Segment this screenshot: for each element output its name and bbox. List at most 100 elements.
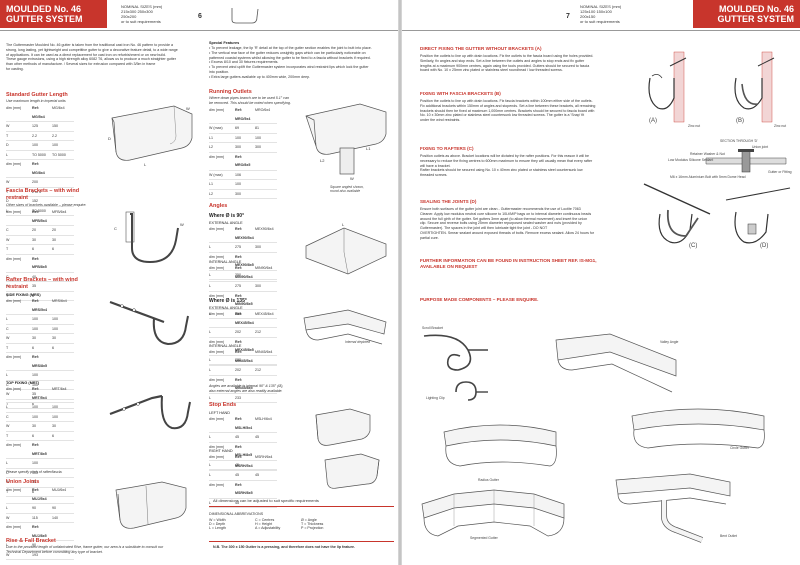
table-cell: 300 bbox=[255, 245, 261, 249]
nominal-line: 125x100 150x100 bbox=[580, 9, 612, 14]
table-cell: 233 bbox=[235, 395, 241, 400]
table-cell: MUJ/6x4 bbox=[52, 488, 67, 492]
table-cell: 202 bbox=[235, 368, 241, 372]
lighting-clip-label: Lighting Clip bbox=[426, 396, 445, 400]
svg-text:L1: L1 bbox=[366, 146, 371, 151]
nominal-line: 200x150 bbox=[580, 14, 596, 19]
fixing-diagram-a-b bbox=[648, 51, 775, 123]
table-cell: MEX45/6x4 bbox=[255, 312, 274, 316]
lighting-clip-diagram bbox=[455, 381, 488, 401]
table-cell: 275 bbox=[235, 245, 241, 249]
table-cell: 90 bbox=[52, 506, 56, 510]
table-cell: W bbox=[6, 424, 10, 428]
table-cell: L bbox=[209, 330, 211, 334]
table-cell bbox=[255, 180, 277, 189]
radius-gutter-label: Radius Gutter bbox=[478, 478, 499, 482]
svg-text:D: D bbox=[108, 136, 111, 141]
table-cell: 69 bbox=[235, 126, 239, 130]
table-cell: MSRH/6x4 bbox=[255, 455, 273, 459]
rafter-fixing-text: Position outlets as above. Bracket locat… bbox=[420, 154, 593, 178]
table-cell: T bbox=[6, 247, 9, 251]
rafter-fixing-title: FIXING TO RAFTERS (C) bbox=[420, 146, 474, 151]
table-cell: dim (mm) bbox=[6, 525, 22, 529]
table-cell: 6 bbox=[32, 293, 34, 298]
table-cell: Ref: MFB/8x5 bbox=[32, 256, 47, 270]
table-cell: 45 bbox=[235, 462, 239, 467]
internal-angle-135-label: INTERNAL ANGLE bbox=[209, 344, 242, 348]
table-cell bbox=[255, 292, 277, 309]
table-row: dim (mm)Ref: MIN45/8x5 bbox=[209, 376, 277, 394]
table-cell: 6 bbox=[52, 345, 54, 350]
intro-text: The Guttermaster Moulded No. 46 gutter i… bbox=[6, 43, 178, 71]
top-rule bbox=[0, 30, 398, 31]
table-cell: MEX90/6x4 bbox=[255, 227, 274, 231]
table-cell: dim (mm) bbox=[209, 108, 225, 112]
table-cell: 6 bbox=[32, 345, 34, 350]
table-cell: 2 to 3 bbox=[32, 189, 41, 194]
table-cell bbox=[52, 178, 74, 187]
table-row: dim (mm)Ref: MSLH/8x5 bbox=[209, 443, 277, 461]
table-row: W (max)106 bbox=[209, 171, 277, 180]
table-cell: MIN45/6x4 bbox=[255, 350, 273, 354]
table-cell: 100 bbox=[32, 405, 38, 409]
side-fixing-title: SIDE FIXING (MRS) bbox=[6, 293, 41, 297]
gutter-length-diagram: D L W bbox=[108, 105, 193, 167]
segmented-gutter-label: Segmented Gutter bbox=[470, 536, 498, 540]
table-cell: C bbox=[6, 470, 9, 475]
svg-text:W: W bbox=[186, 106, 190, 111]
angles-note: Angles are available in internal 90° & 1… bbox=[209, 384, 284, 393]
internal-depicted-label: Internal depicted bbox=[345, 340, 371, 344]
fig-c-label: (C) bbox=[689, 243, 698, 249]
abbrev-item: Ø = Angle bbox=[301, 518, 317, 522]
fig-b-label: (B) bbox=[736, 118, 744, 124]
banner-title: MOULDED No. 46 bbox=[718, 4, 794, 14]
table-cell: 115 bbox=[32, 515, 38, 520]
rafter-note: Please specify pitch of rafter/fascia. bbox=[6, 470, 63, 474]
table-cell: C bbox=[6, 414, 9, 419]
top-fixing-title: TOP FIXING (MRT) bbox=[6, 381, 40, 385]
table-cell: dim (mm) bbox=[209, 444, 225, 449]
nominal-line: 250x200 bbox=[121, 14, 137, 19]
table-cell: MG/6x4 bbox=[52, 106, 65, 110]
scroll-bracket-label: Scroll Bracket bbox=[422, 326, 443, 330]
sealing-text: Ensure both surfaces of the gutter joint… bbox=[420, 207, 595, 240]
table-cell: T bbox=[6, 133, 9, 138]
gutter-fitting-label: Gutter or Fitting bbox=[768, 170, 792, 174]
table-cell: 100 bbox=[52, 317, 58, 321]
table-cell: L bbox=[209, 357, 211, 362]
abbrev-item: L = Length bbox=[209, 526, 226, 530]
table-cell: 100 bbox=[52, 143, 58, 147]
abbrev-item: H = Height bbox=[255, 522, 273, 526]
internal-angle-label: INTERNAL ANGLE bbox=[209, 260, 242, 264]
table-cell: W (max) bbox=[209, 172, 223, 177]
right-page: 7 NOMINAL SIZES (mm) 125x100 150x100 200… bbox=[400, 0, 800, 565]
table-cell: 6 bbox=[32, 247, 34, 251]
scroll-bracket-diagram bbox=[423, 334, 488, 371]
side-fixing-bracket-diagram bbox=[109, 300, 189, 346]
table-cell: 152 bbox=[32, 199, 38, 203]
table-cell: L bbox=[209, 311, 211, 316]
table-cell: 30 bbox=[32, 336, 36, 340]
table-cell: 300 bbox=[255, 145, 261, 149]
table-cell: dim (mm) bbox=[6, 210, 22, 214]
valley-angle-diagram bbox=[555, 333, 677, 393]
valley-angle-label: Valley Angle bbox=[660, 340, 679, 344]
